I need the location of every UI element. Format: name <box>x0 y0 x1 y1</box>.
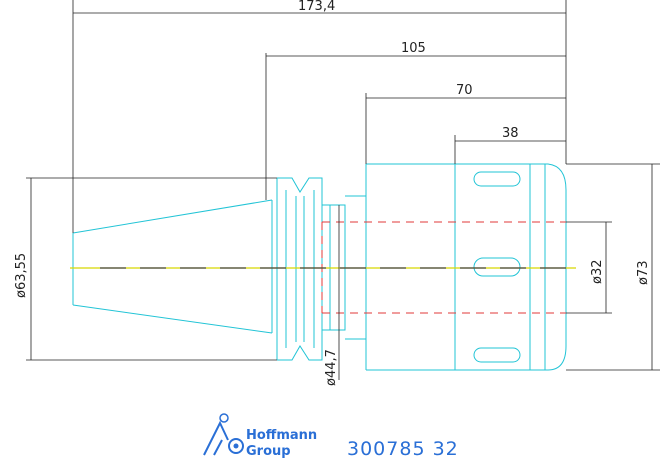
slot-bottom <box>473 347 521 363</box>
dimension-lines <box>26 0 660 380</box>
dim-length-105: 105 <box>401 41 426 56</box>
dim-dia-73: ø73 <box>636 261 651 286</box>
collar <box>345 164 367 370</box>
dim-dia-63: ø63,55 <box>14 253 29 298</box>
toolholder-outline <box>72 163 567 371</box>
flange <box>276 177 323 361</box>
part-number: 300785 32 <box>347 438 459 460</box>
taper-shank <box>72 199 273 334</box>
brand-line-2: Group <box>246 444 291 459</box>
hoffmann-logo: Hoffmann Group <box>203 413 317 459</box>
dim-overall-length: 173,4 <box>298 0 335 14</box>
dim-dia-32: ø32 <box>590 260 605 285</box>
nut-body <box>366 163 567 371</box>
dim-length-70: 70 <box>456 83 473 98</box>
slot-top <box>473 171 521 187</box>
brand-line-1: Hoffmann <box>246 428 317 443</box>
slot-middle <box>473 257 521 277</box>
hoffmann-logo-icon <box>203 413 244 456</box>
dim-length-38: 38 <box>502 126 519 141</box>
dim-dia-44: ø44,7 <box>324 349 339 386</box>
